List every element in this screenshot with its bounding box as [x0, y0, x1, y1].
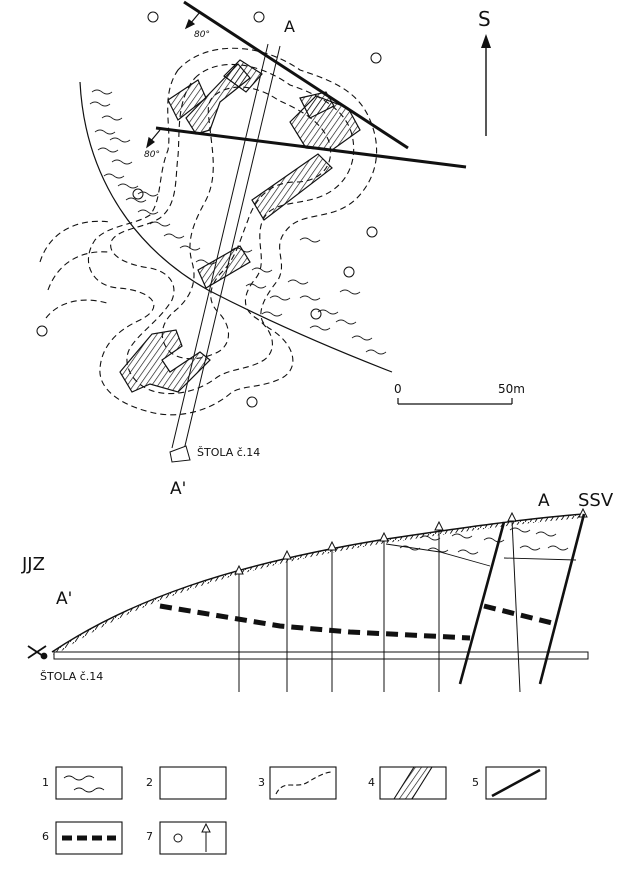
fault-1 [183, 0, 409, 150]
legend-number-7: 7 [146, 830, 153, 843]
dashed-curve-icon [269, 766, 337, 800]
topo-surface-ticks [52, 514, 584, 656]
section-line-A-A [169, 43, 281, 463]
section-left-end-label: A' [56, 589, 72, 609]
dip-label-1: 80° [194, 30, 210, 40]
wavy-pattern-icon [55, 766, 123, 800]
adit-label-plan: ŠTOLA č.14 [197, 446, 260, 459]
hatched-ore-bodies [119, 59, 361, 393]
section-end-label: A' [170, 479, 186, 499]
portal-symbol [27, 645, 48, 660]
cover-base-line [385, 543, 577, 567]
adit-label-section: ŠTOLA č.14 [40, 670, 103, 683]
wavy-sediment-areas [89, 89, 387, 355]
blank-box-icon [159, 766, 227, 800]
faults [155, 0, 467, 169]
legend-number-5: 5 [472, 776, 479, 789]
ore-horizon [159, 603, 557, 641]
wavy-pattern-marks [63, 775, 105, 793]
direction-right: SSV [578, 490, 614, 511]
north-label: S [478, 7, 491, 31]
cross-section: JJZ SSV A' A ŠTOLA č.14 [21, 490, 614, 693]
legend-number-4: 4 [368, 776, 375, 789]
section-start-label: A [284, 17, 295, 36]
scale-end-label: 50m [498, 382, 525, 396]
plan-map: 80° 80° S A A' ŠTOLA č.14 0 [36, 0, 525, 499]
legend-number-1: 1 [42, 776, 49, 789]
section-right-end-label: A [538, 491, 550, 511]
dip-label-2: 80° [144, 150, 160, 160]
adit-section [53, 651, 589, 660]
borehole-circle-mark [173, 833, 183, 843]
boundary-line [79, 81, 393, 373]
dashed-curve-mark [275, 771, 333, 795]
dashed-contours [39, 47, 378, 416]
scale-bar [397, 398, 513, 405]
direction-left: JJZ [21, 554, 45, 575]
legend-number-6: 6 [42, 830, 49, 843]
borehole-circles [36, 11, 382, 408]
fault-line-mark [491, 768, 541, 798]
legend: 1 2 3 4 5 6 7 [42, 766, 547, 855]
borehole-arrow-mark [201, 822, 211, 852]
legend-number-2: 2 [146, 776, 153, 789]
dip-markers [146, 11, 201, 149]
hatched-band-mark [393, 766, 433, 800]
section-faults [458, 513, 586, 685]
borehole-circle-arrow-icon [159, 821, 227, 855]
legend-number-3: 3 [258, 776, 265, 789]
fault-2 [155, 126, 467, 169]
scale-zero-label: 0 [394, 382, 402, 396]
section-boreholes [234, 507, 588, 693]
north-arrow [481, 34, 491, 136]
